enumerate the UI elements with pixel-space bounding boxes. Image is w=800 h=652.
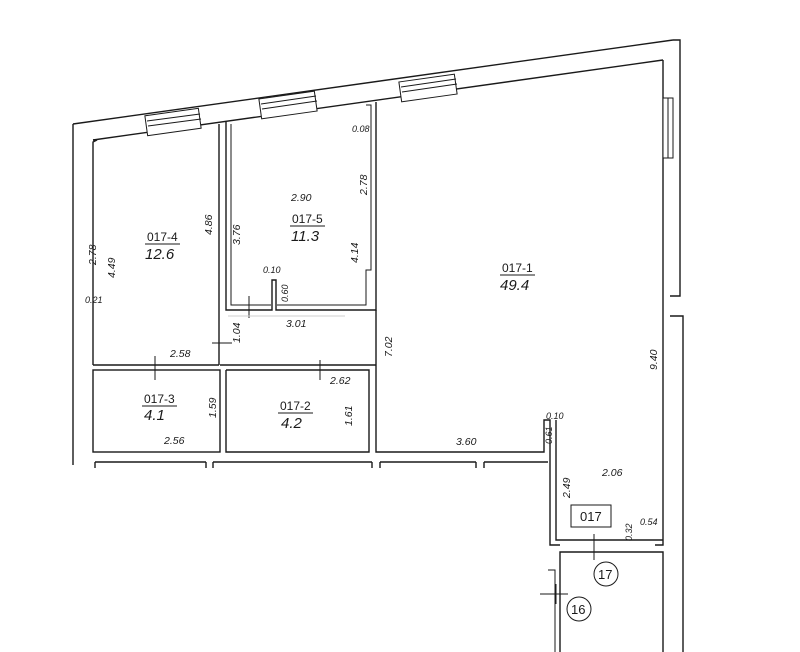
left-exterior-wall-inner bbox=[92, 139, 98, 365]
right-lower-wall bbox=[670, 315, 684, 652]
room-id-0172: 017-2 bbox=[280, 399, 311, 413]
dim-room-0174-right: 4.86 bbox=[203, 214, 215, 235]
room-0173-walls bbox=[92, 369, 221, 453]
marker-16-circle bbox=[566, 596, 592, 622]
dim-room-0175-door: 1.04 bbox=[231, 322, 243, 343]
dim-room-0174-corner: 0.21 bbox=[85, 295, 103, 305]
room-area-0173: 4.1 bbox=[144, 407, 165, 424]
dim-room-0172-right: 1.61 bbox=[343, 406, 355, 426]
window-room-0175-line2 bbox=[261, 100, 318, 110]
dim-room-0175-right-bottom: 4.14 bbox=[349, 242, 361, 263]
room-label-0174: 017-4 12.6 bbox=[145, 230, 180, 263]
room-id-0173: 017-3 bbox=[144, 392, 175, 406]
window-room-0171-line bbox=[400, 78, 457, 88]
window-room-0174-line bbox=[146, 113, 201, 122]
dim-room-0175-right-top: 2.78 bbox=[358, 174, 370, 196]
dim-room-0175-left: 3.76 bbox=[231, 224, 243, 245]
marker-16: 16 bbox=[566, 596, 592, 622]
apartment-tag: 017 bbox=[570, 504, 612, 528]
stair-block-inner bbox=[548, 569, 556, 652]
room-area-0172: 4.2 bbox=[281, 415, 303, 432]
dim-room-0175-corner: 0.08 bbox=[352, 124, 370, 134]
dim-room-0171-lower: 2.06 bbox=[601, 467, 623, 479]
room-area-0171: 49.4 bbox=[500, 277, 529, 294]
dim-room-0173-right: 1.59 bbox=[207, 397, 219, 418]
dim-room-0174-bottom: 2.58 bbox=[169, 348, 191, 360]
dim-room-0171-left: 7.02 bbox=[383, 336, 395, 357]
room-label-0173: 017-3 4.1 bbox=[142, 392, 177, 424]
dim-room-0175-niche-top: 0.10 bbox=[263, 265, 281, 275]
room-area-0174: 12.6 bbox=[145, 246, 175, 263]
apartment-tag-text: 017 bbox=[580, 509, 602, 524]
dim-room-0171-right: 9.40 bbox=[648, 349, 660, 370]
room-0175-inner-walls-right bbox=[277, 104, 372, 306]
dim-room-0171-bottom: 3.60 bbox=[456, 436, 477, 448]
marker-17-text: 17 bbox=[598, 567, 612, 582]
room-id-0171: 017-1 bbox=[502, 261, 533, 275]
room-0171-lower-wall-inner bbox=[555, 420, 663, 541]
window-room-0174-line2 bbox=[147, 118, 202, 127]
dim-room-0171-entry-side: 2.49 bbox=[561, 477, 573, 499]
room-id-0174: 017-4 bbox=[147, 230, 178, 244]
right-exterior-wall-outer bbox=[670, 39, 681, 297]
dim-room-0173-bottom: 2.56 bbox=[163, 435, 185, 447]
dim-entry-small: 0.32 bbox=[624, 523, 634, 541]
stair-block-walls bbox=[559, 551, 664, 652]
window-room-0171-line2 bbox=[401, 83, 458, 93]
right-exterior-wall-inner bbox=[655, 60, 664, 546]
room-0172-walls bbox=[225, 369, 370, 453]
room-0171-lower-wall bbox=[375, 310, 560, 546]
dim-room-0174-left: 2.78 bbox=[87, 244, 99, 266]
room-0175-inner-walls bbox=[230, 124, 271, 306]
dim-room-0171-step-side: 0.61 bbox=[544, 426, 554, 444]
room-area-0175: 11.3 bbox=[291, 228, 320, 245]
window-room-0175-line bbox=[260, 95, 317, 105]
window-room-0174 bbox=[144, 107, 202, 137]
room-label-0172: 017-2 4.2 bbox=[278, 399, 313, 432]
dim-room-0175-bottom: 3.01 bbox=[286, 318, 306, 330]
apartment-tag-box bbox=[570, 504, 612, 528]
marker-17-circle bbox=[593, 561, 619, 587]
dim-room-0171-step: 0.10 bbox=[546, 411, 564, 421]
marker-16-text: 16 bbox=[571, 602, 585, 617]
room-label-0171: 017-1 49.4 bbox=[500, 261, 535, 294]
marker-17: 17 bbox=[593, 561, 619, 587]
top-exterior-wall-outer bbox=[72, 39, 674, 125]
dim-room-0172-top: 2.62 bbox=[329, 375, 351, 387]
dim-entry-right: 0.54 bbox=[640, 517, 658, 527]
dim-room-0175-niche-side: 0.60 bbox=[280, 284, 290, 302]
dim-room-0174-left-inner: 4.49 bbox=[106, 257, 118, 278]
dim-room-0175-top: 2.90 bbox=[290, 192, 312, 204]
room-id-0175: 017-5 bbox=[292, 212, 323, 226]
room-0175-walls bbox=[225, 102, 377, 311]
room-label-0175: 017-5 11.3 bbox=[290, 212, 325, 245]
